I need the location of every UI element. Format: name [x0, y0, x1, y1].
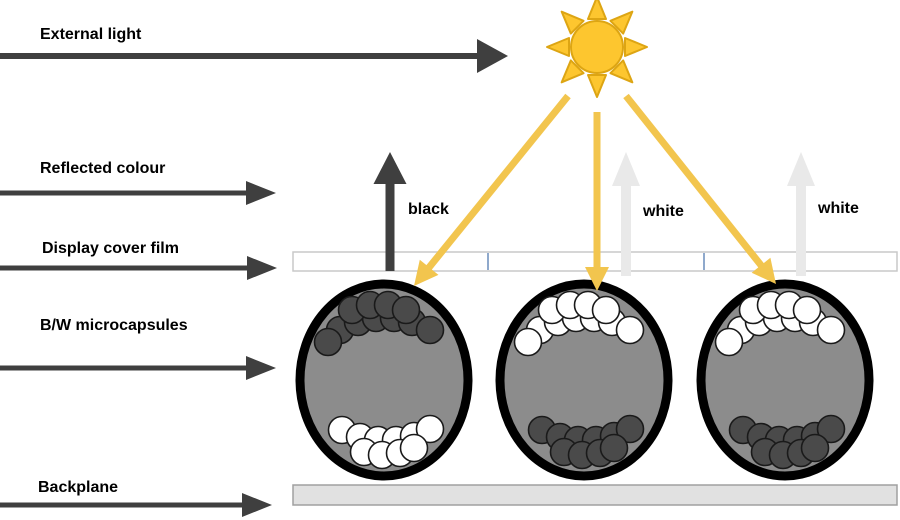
microcapsule — [696, 279, 874, 481]
white-particle — [714, 327, 744, 357]
light-beams — [414, 93, 776, 291]
arrow-head — [242, 493, 272, 517]
microcapsule — [295, 279, 473, 481]
label-white-1: white — [643, 203, 684, 220]
sun-ray — [546, 37, 570, 57]
light-beam — [585, 112, 609, 291]
label-reflected-colour: Reflected colour — [40, 160, 166, 177]
sun-ray — [560, 10, 585, 35]
beam-head — [414, 259, 439, 286]
label-black: black — [408, 201, 449, 218]
arrow-head — [787, 152, 815, 186]
dark-particle — [615, 414, 645, 444]
arrow-head — [373, 152, 407, 184]
label-white-2: white — [818, 200, 859, 217]
microcapsule — [495, 279, 673, 481]
sun-ray — [624, 37, 648, 57]
white-particle — [792, 295, 822, 325]
dark-particle — [415, 315, 445, 345]
arrow-head — [247, 256, 277, 280]
arrow-head — [612, 152, 640, 186]
beam-head — [751, 257, 776, 284]
dark-particle — [391, 295, 421, 325]
label-display-cover-film: Display cover film — [42, 240, 179, 257]
reflected-black-arrow — [373, 152, 407, 271]
label-arrow — [0, 39, 508, 73]
light-beam — [414, 93, 571, 286]
white-particle — [816, 315, 846, 345]
sun-ray — [587, 0, 607, 20]
label-arrow — [0, 256, 277, 280]
white-particle — [513, 327, 543, 357]
label-backplane: Backplane — [38, 479, 119, 496]
label-external-light: External light — [40, 26, 142, 43]
sun-icon — [546, 0, 648, 98]
beam-shaft — [420, 93, 571, 278]
sun-ray — [587, 74, 607, 98]
sun-disc — [570, 20, 624, 74]
arrow-head — [246, 356, 276, 380]
dark-particle — [816, 414, 846, 444]
label-bw-microcapsules: B/W microcapsules — [40, 317, 188, 334]
light-beam — [623, 93, 776, 284]
label-arrows — [0, 39, 508, 517]
arrow-head — [246, 181, 276, 205]
beam-head — [585, 267, 609, 291]
label-arrow — [0, 493, 272, 517]
backplane — [292, 484, 898, 506]
arrow-head — [477, 39, 508, 73]
white-particle — [615, 315, 645, 345]
reflected-white-arrow — [612, 152, 640, 276]
dark-particle — [599, 433, 629, 463]
beam-shaft — [623, 93, 771, 276]
label-arrow — [0, 181, 276, 205]
dark-particle — [313, 327, 343, 357]
dark-particle — [800, 433, 830, 463]
white-particle — [591, 295, 621, 325]
label-arrow — [0, 356, 276, 380]
microcapsules — [295, 279, 874, 481]
reflected-white-arrow — [787, 152, 815, 276]
white-particle — [399, 433, 429, 463]
sun-ray — [609, 59, 634, 84]
sun-ray — [609, 10, 634, 35]
backplane-bar — [292, 484, 898, 506]
sun-ray — [560, 59, 585, 84]
reflected-arrows — [373, 152, 815, 276]
white-particle — [415, 414, 445, 444]
